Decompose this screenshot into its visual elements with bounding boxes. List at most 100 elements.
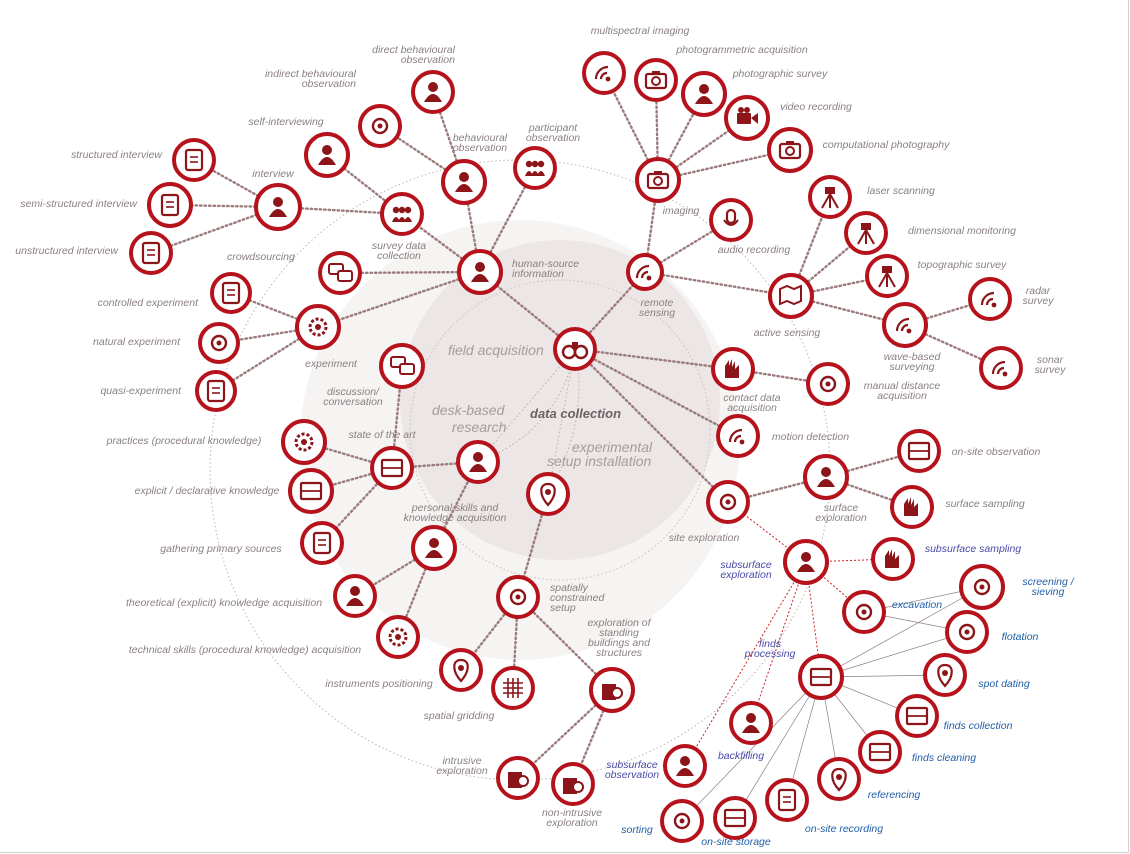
head-gear-icon xyxy=(308,317,328,337)
group-people-icon xyxy=(525,160,545,176)
node-label-video-recording: video recording xyxy=(780,101,852,113)
node-label-sonar-survey: survey xyxy=(1035,364,1067,376)
node-backfilling: backfilling xyxy=(718,701,773,762)
clipboard-empty-icon xyxy=(141,241,161,265)
link-finds_processing-screening xyxy=(820,586,983,678)
node-label-on-site-storage: on-site storage xyxy=(701,836,771,848)
cycle-box-icon xyxy=(809,667,833,687)
node-ring xyxy=(513,146,557,190)
node-label-flotation: flotation xyxy=(1002,631,1039,643)
node-label-finds-processing: processing xyxy=(744,648,796,660)
node-photogrammetric: photogrammetric acquisition xyxy=(634,44,808,102)
node-technical-skills: technical skills (procedural knowledge) … xyxy=(129,615,420,659)
node-label-topographic-survey: topographic survey xyxy=(918,259,1007,271)
node-ring xyxy=(172,138,216,182)
node-site-exploration: site exploration xyxy=(669,480,750,544)
zone-labels: field acquisition desk-based research ex… xyxy=(432,342,653,469)
bulb-icon xyxy=(509,588,527,606)
node-label-sorting: sorting xyxy=(621,824,653,836)
computer-camera-icon xyxy=(778,141,802,160)
node-experiment: experiment xyxy=(295,304,358,370)
node-on-site-storage: on-site storage xyxy=(701,796,771,848)
node-surface-sampling: surface sampling xyxy=(890,485,1025,529)
center-title: data collection xyxy=(530,406,621,421)
node-explicit-knowledge: explicit / declarative knowledge xyxy=(135,468,334,514)
node-label-multispectral: multispectral imaging xyxy=(591,25,690,37)
group-question-icon xyxy=(392,206,412,222)
node-pin-setup xyxy=(526,472,570,516)
sensor-icon xyxy=(635,264,652,281)
node-motion-detection: motion detection xyxy=(716,414,849,458)
node-label-subsurface-exploration: exploration xyxy=(720,569,772,581)
node-label-primary-sources: gathering primary sources xyxy=(160,543,282,555)
node-label-audio-recording: audio recording xyxy=(718,244,791,256)
node-label-sonar-survey: sonar xyxy=(1037,354,1064,366)
node-interview: interview xyxy=(252,168,302,231)
node-ring xyxy=(300,521,344,565)
speech-bubbles-icon xyxy=(390,356,415,375)
node-label-discussion: conversation xyxy=(323,396,383,408)
node-label-technical-skills: technical skills (procedural knowledge) … xyxy=(129,644,361,656)
video-camera-icon xyxy=(737,107,758,124)
node-laser-scanning: laser scanning xyxy=(808,175,935,219)
node-label-personal-skills: personal skills and xyxy=(411,502,500,514)
scroll-icon xyxy=(312,531,332,555)
digger-icon xyxy=(797,552,815,572)
node-label-backfilling: backfilling xyxy=(718,750,764,762)
hand-icon xyxy=(725,359,739,378)
node-finds-collection: finds collection xyxy=(895,694,1013,738)
node-label-human-source: human-source xyxy=(512,258,579,270)
node-label-participant-observation: observation xyxy=(526,132,580,144)
node-label-photographic-survey: photographic survey xyxy=(732,68,828,80)
pin-ground-icon xyxy=(831,767,847,792)
node-label-theoretical-knowledge: theoretical (explicit) knowledge acquisi… xyxy=(126,597,322,609)
link-finds_processing-flotation xyxy=(820,631,968,678)
node-label-excavation: excavation xyxy=(892,599,942,611)
node-label-laser-scanning: laser scanning xyxy=(867,185,935,197)
node-active-sensing: active sensing xyxy=(754,273,820,339)
node-label-finds-collection: finds collection xyxy=(944,720,1013,732)
map-icon xyxy=(779,284,802,306)
flotation-icon xyxy=(958,623,976,641)
building-magnifier-icon xyxy=(602,684,623,700)
node-label-contact-data: acquisition xyxy=(727,402,777,414)
books-icon xyxy=(299,481,323,501)
photographer-icon xyxy=(695,84,713,104)
head-person-icon xyxy=(425,538,443,558)
node-label-structured-interview: structured interview xyxy=(71,149,163,161)
node-label-semi-structured-interview: semi-structured interview xyxy=(20,198,138,210)
node-label-manual-distance: manual distance xyxy=(864,380,941,392)
node-label-interview: interview xyxy=(252,168,295,180)
inner-ring xyxy=(409,279,711,581)
archive-box-icon xyxy=(380,458,404,478)
brush-box-icon xyxy=(868,742,892,762)
node-label-direct-behavioural: direct behavioural xyxy=(372,44,456,56)
node-label-non-intrusive: non-intrusive xyxy=(542,807,602,819)
node-video-recording: video recording xyxy=(724,95,852,141)
interview-table-icon xyxy=(269,197,287,217)
desk-person-icon xyxy=(318,145,336,165)
node-label-instruments-positioning: instruments positioning xyxy=(325,678,433,690)
cone-waves-icon xyxy=(895,317,912,334)
node-label-standing-buildings: exploration of xyxy=(587,617,651,629)
link-binoculars-site_exploration xyxy=(573,347,730,504)
node-label-manual-distance: acquisition xyxy=(877,390,927,402)
node-label-on-site-recording: on-site recording xyxy=(805,823,883,835)
cube-flask-icon xyxy=(210,334,228,352)
node-label-direct-behavioural: observation xyxy=(401,54,455,66)
notebook-icon xyxy=(777,788,797,812)
node-label-personal-skills: knowledge acquisition xyxy=(404,512,507,524)
head-gear-dots-icon xyxy=(388,627,408,647)
node-label-indirect-behavioural: observation xyxy=(302,78,356,90)
question-doc-icon xyxy=(206,379,226,403)
node-ring xyxy=(147,182,193,228)
node-structured-interview: structured interview xyxy=(71,138,216,182)
